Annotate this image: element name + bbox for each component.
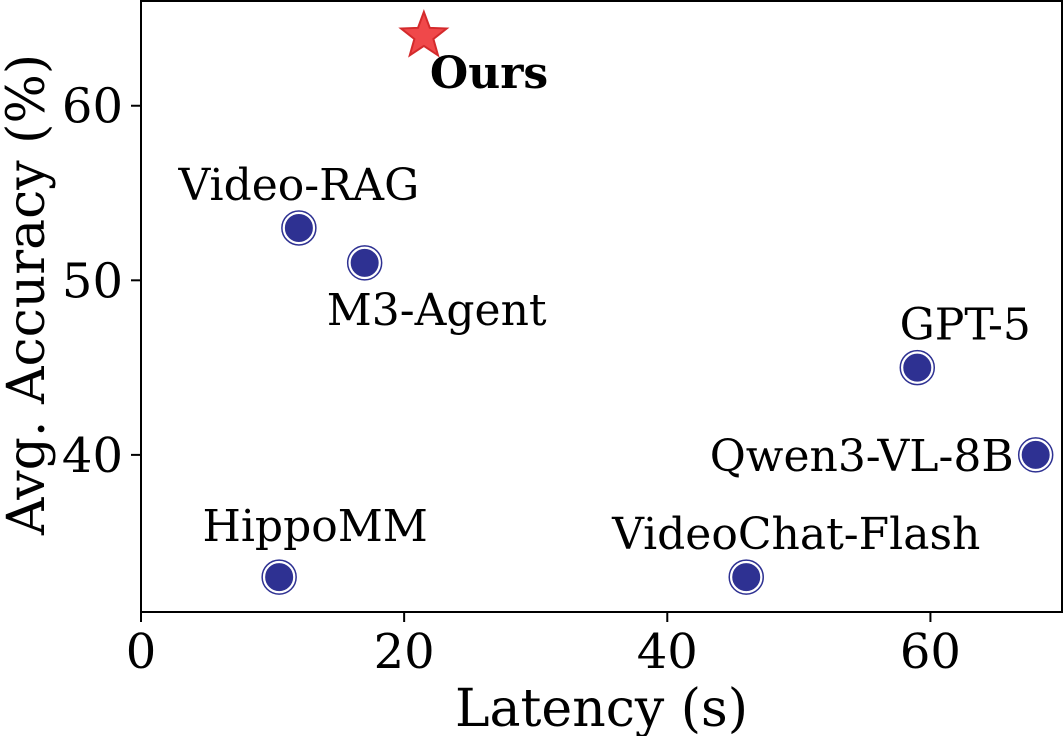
- point-marker-gpt-5: [901, 351, 934, 384]
- point-label-qwen3-vl-8b: Qwen3-VL-8B: [710, 431, 1014, 482]
- point-label-videochat-flash: VideoChat-Flash: [611, 509, 980, 560]
- point-marker-videochat-flash: [730, 561, 763, 594]
- y-tick-label: 40: [62, 428, 123, 484]
- y-axis-ticks: 40 50 60: [62, 79, 141, 484]
- y-tick-label: 50: [62, 253, 123, 309]
- star-marker-ours: [398, 9, 450, 58]
- x-tick-label: 40: [637, 624, 698, 680]
- y-axis-label: Avg. Accuracy (%): [0, 54, 57, 536]
- point-marker-ring-m3-agent: [346, 245, 383, 281]
- plot-frame: [140, 0, 1063, 613]
- point-marker-hippomm: [263, 561, 296, 594]
- point-marker-ring-video-rag: [281, 210, 317, 246]
- x-tick-label: 0: [126, 624, 157, 680]
- x-tick-label: 20: [374, 624, 435, 680]
- point-label-video-rag: Video-RAG: [178, 160, 420, 211]
- plot-area: [140, 0, 1063, 613]
- x-axis-ticks: 0 20 40 60: [126, 612, 961, 680]
- point-marker-ring-hippomm: [261, 559, 297, 595]
- point-marker-ring-videochat-flash: [728, 559, 764, 595]
- point-marker-m3-agent: [348, 246, 381, 279]
- x-axis-label: Latency (s): [455, 679, 748, 736]
- point-label-gpt-5: GPT-5: [900, 300, 1031, 351]
- x-tick-label: 60: [900, 624, 961, 680]
- point-label-m3-agent: M3-Agent: [327, 285, 547, 336]
- point-marker-video-rag: [282, 211, 315, 244]
- data-markers: [261, 9, 1054, 595]
- y-tick-label: 60: [62, 79, 123, 135]
- point-marker-ring-gpt-5: [899, 349, 936, 386]
- point-label-hippomm: HippoMM: [202, 501, 427, 552]
- point-label-ours: Ours: [430, 48, 548, 99]
- point-marker-qwen3-vl-8b: [1019, 438, 1052, 471]
- point-marker-ring-qwen3-vl-8b: [1017, 437, 1054, 473]
